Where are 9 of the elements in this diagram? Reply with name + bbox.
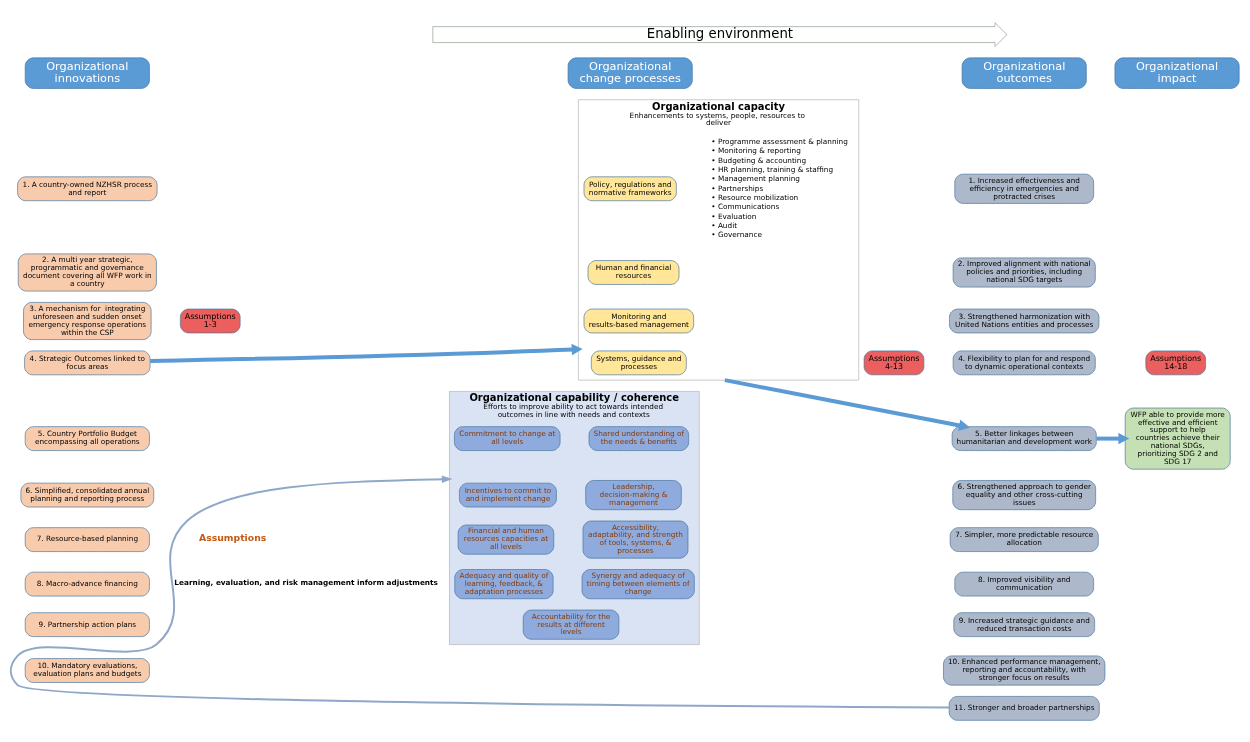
label: Assumptions (198, 531, 267, 543)
node-box: Organizational impact (1114, 57, 1240, 89)
node-box: Organizational change processes (567, 57, 693, 89)
arrow (9, 475, 951, 708)
arrow (724, 377, 970, 431)
arrow (1096, 432, 1130, 444)
arrow (150, 343, 583, 363)
node-box: Organizational outcomes (961, 57, 1087, 89)
node-box: Organizational innovations (24, 57, 150, 89)
